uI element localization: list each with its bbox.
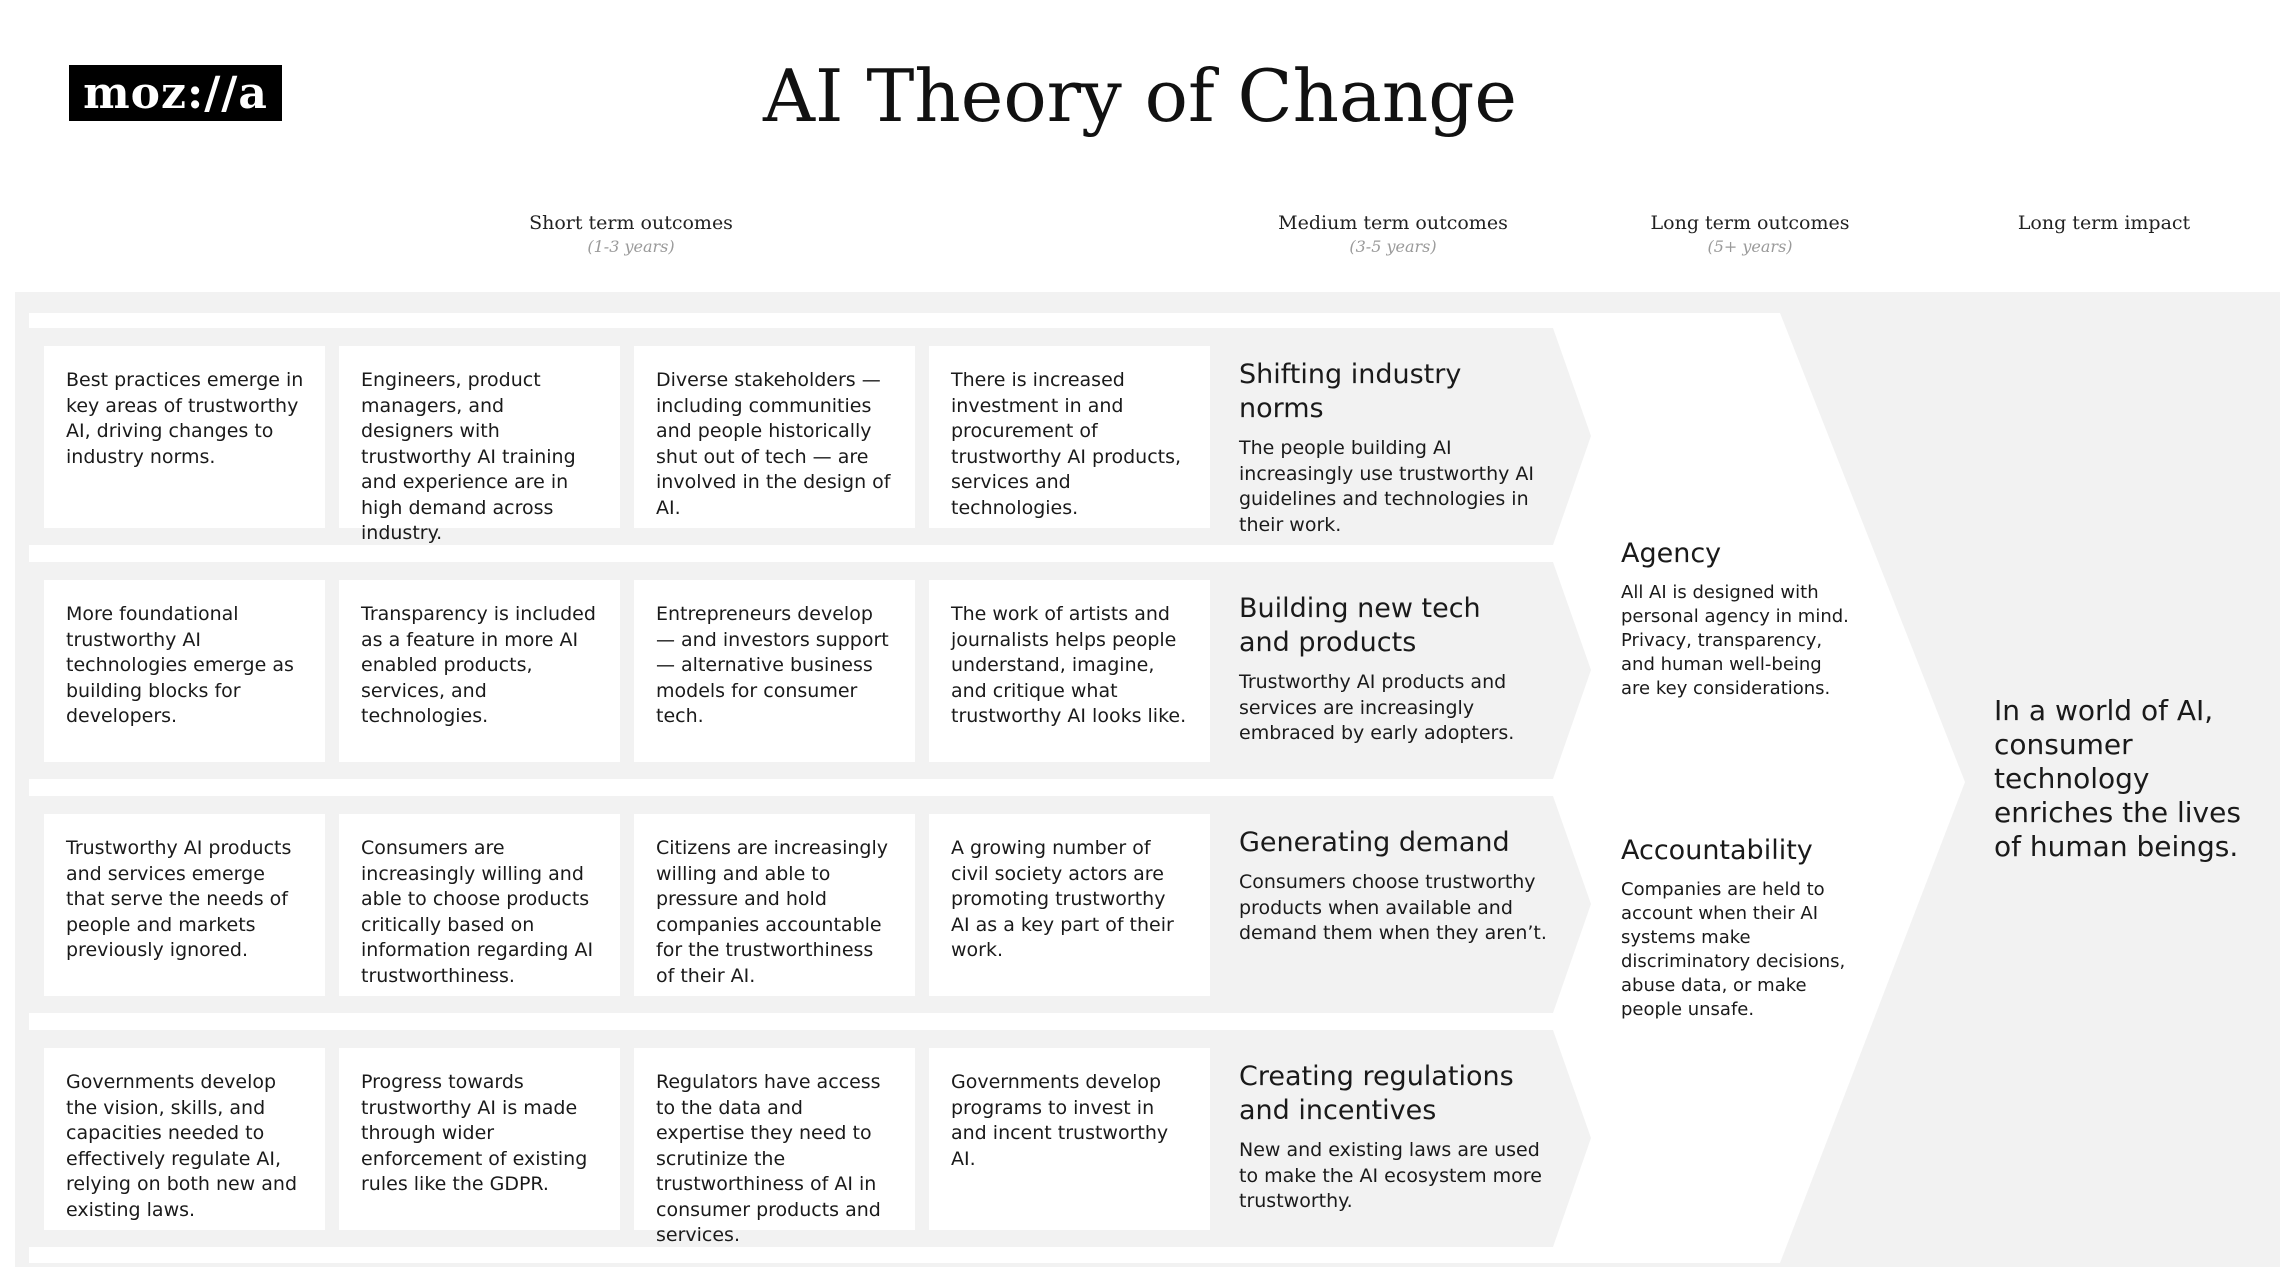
long-term-impact: In a world of AI, consumer technology en…	[1994, 694, 2241, 863]
outcome-card: Best practices emerge in key areas of tr…	[44, 346, 325, 528]
outcome-card: Citizens are increasingly willing and ab…	[634, 814, 915, 996]
column-label: Short term outcomes	[529, 212, 733, 234]
long-term-heading: Accountability	[1621, 835, 1813, 866]
long-term-body: Companies are held to account when their…	[1621, 879, 1846, 1020]
medium-outcome-body: Consumers choose trustworthy products wh…	[1239, 871, 1547, 944]
column-header-medium: Medium term outcomes (3-5 years)	[1278, 210, 1508, 258]
outcome-card: There is increased investment in and pro…	[929, 346, 1210, 528]
page-title: AI Theory of Change	[763, 54, 1517, 138]
outcome-card: Diverse stakeholders — including communi…	[634, 346, 915, 528]
long-term-body: All AI is designed with personal agency …	[1621, 582, 1849, 699]
long-term-arrow	[29, 313, 1965, 1263]
column-sublabel: (3-5 years)	[1349, 237, 1437, 256]
column-header-short: Short term outcomes (1-3 years)	[529, 210, 733, 258]
outcome-card: Progress towards trustworthy AI is made …	[339, 1048, 620, 1230]
medium-outcome-body: New and existing laws are used to make t…	[1239, 1139, 1542, 1212]
column-sublabel: (5+ years)	[1707, 237, 1793, 256]
long-term-outcome-agency: Agency All AI is designed with personal …	[1621, 537, 1851, 701]
long-term-heading: Agency	[1621, 538, 1722, 569]
medium-outcome-body: The people building AI increasingly use …	[1239, 437, 1535, 536]
outcome-card: Transparency is included as a feature in…	[339, 580, 620, 762]
outcome-card: Consumers are increasingly willing and a…	[339, 814, 620, 996]
medium-outcome-body: Trustworthy AI products and services are…	[1239, 671, 1515, 744]
column-label: Long term outcomes	[1650, 212, 1850, 234]
outcome-card: Governments develop programs to invest i…	[929, 1048, 1210, 1230]
outcome-card: More foundational trustworthy AI technol…	[44, 580, 325, 762]
column-header-long: Long term outcomes (5+ years)	[1651, 210, 1850, 258]
outcome-card: A growing number of civil society actors…	[929, 814, 1210, 996]
medium-outcome-heading: Creating regulations and incentives	[1239, 1061, 1514, 1126]
medium-outcome: Building new tech and products Trustwort…	[1239, 592, 1514, 747]
medium-outcome: Generating demand Consumers choose trust…	[1239, 826, 1549, 947]
medium-outcome-heading: Building new tech and products	[1239, 593, 1481, 658]
outcome-card: Governments develop the vision, skills, …	[44, 1048, 325, 1230]
outcome-card: The work of artists and journalists help…	[929, 580, 1210, 762]
outcome-card: Trustworthy AI products and services eme…	[44, 814, 325, 996]
medium-outcome: Shifting industry norms The people build…	[1239, 358, 1549, 538]
outcome-card: Engineers, product managers, and designe…	[339, 346, 620, 544]
column-header-impact: Long term impact	[2018, 210, 2190, 236]
column-label: Medium term outcomes	[1278, 212, 1508, 234]
outcome-card: Entrepreneurs develop — and investors su…	[634, 580, 915, 762]
outcome-card: Regulators have access to the data and e…	[634, 1048, 915, 1246]
long-term-outcome-accountability: Accountability Companies are held to acc…	[1621, 834, 1851, 1022]
medium-outcome-heading: Shifting industry norms	[1239, 359, 1462, 424]
column-sublabel: (1-3 years)	[587, 237, 675, 256]
medium-outcome-heading: Generating demand	[1239, 827, 1510, 858]
logo-text: moz://a	[83, 67, 268, 119]
mozilla-logo: moz://a	[69, 65, 282, 121]
medium-outcome: Creating regulations and incentives New …	[1239, 1060, 1542, 1215]
column-label: Long term impact	[2017, 212, 2191, 234]
